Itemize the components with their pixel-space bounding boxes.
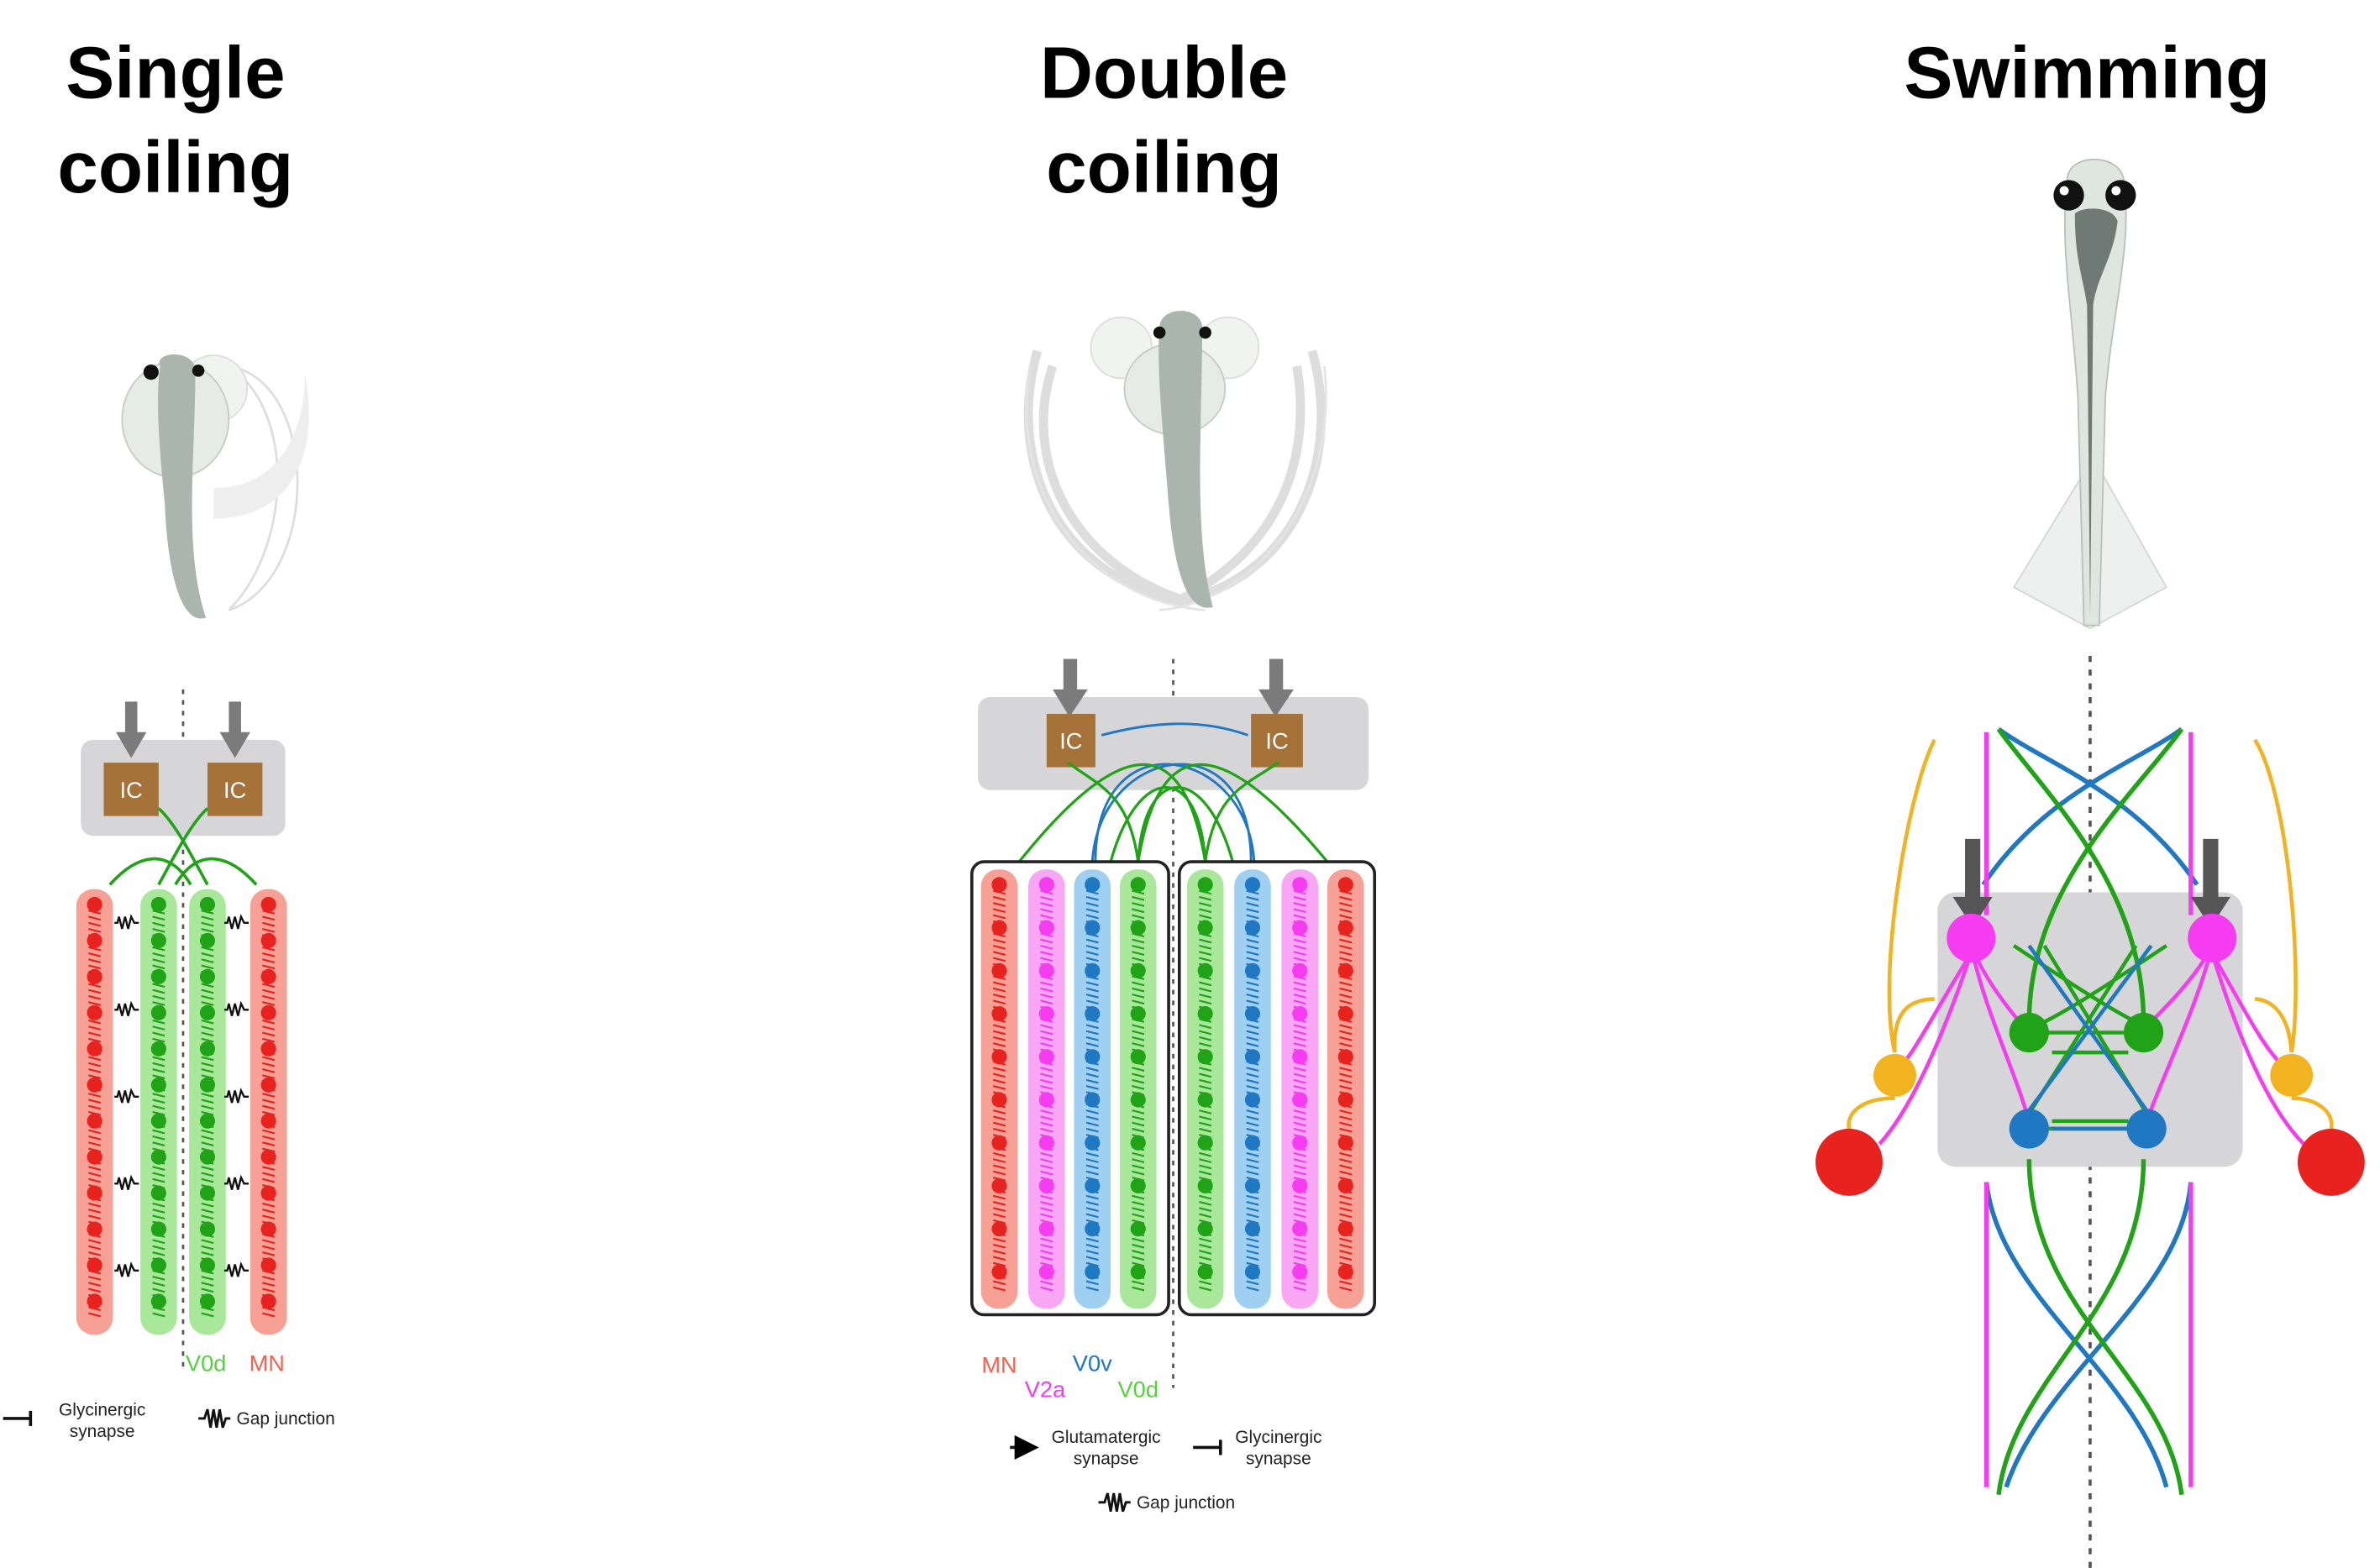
gap-junction-icon xyxy=(114,1000,139,1016)
legend-single-coiling: Glycinergic synapse Gap junction xyxy=(3,1400,335,1441)
descending-input-arrow xyxy=(1258,658,1294,717)
label-v0d: V0d xyxy=(1118,1377,1158,1403)
gap-junction-icon xyxy=(114,914,139,930)
column-mn xyxy=(1327,869,1364,1309)
hemicord-box-left xyxy=(969,860,1170,1317)
neuron-soma xyxy=(1244,877,1261,893)
interneuron-yellow xyxy=(2270,1053,2314,1097)
neuron-soma xyxy=(1292,877,1308,893)
column-v0v xyxy=(1074,869,1111,1309)
descending-input-arrow xyxy=(1053,658,1088,717)
legend-label: Glycinergic xyxy=(59,1400,145,1419)
column-v0v xyxy=(1234,869,1271,1309)
legend-label: synapse xyxy=(1074,1449,1139,1468)
gap-junction-icon xyxy=(198,1408,231,1429)
column-mn xyxy=(980,869,1018,1309)
gap-junction-icon xyxy=(223,914,250,930)
legend-label: Glutamatergic xyxy=(1052,1428,1161,1447)
v0v-neuron xyxy=(2009,1109,2049,1149)
column-v2a xyxy=(1028,869,1065,1309)
title-line: coiling xyxy=(57,127,293,208)
column-v0d xyxy=(1119,869,1157,1309)
gap-junction-icon xyxy=(114,1174,139,1190)
column-v0d xyxy=(140,889,177,1335)
ic-neuron xyxy=(103,763,159,816)
ic-neuron xyxy=(1251,713,1303,768)
fish-swimming xyxy=(2012,158,2168,630)
label-v0d: V0d xyxy=(186,1350,226,1377)
label-mn: MN xyxy=(981,1351,1017,1377)
label-v0v: V0v xyxy=(1073,1350,1112,1377)
gap-junction-icon xyxy=(114,1261,139,1277)
neuron-soma xyxy=(260,896,276,913)
fish-double-coiling xyxy=(1023,311,1327,611)
interneuron-yellow xyxy=(1873,1053,1916,1097)
legend-label: Glycinergic xyxy=(1235,1428,1321,1447)
glycinergic-synapse-icon xyxy=(1193,1440,1222,1455)
gap-junction-icon xyxy=(114,1088,139,1104)
ic-label: IC xyxy=(223,777,246,803)
v0v-projection xyxy=(1101,722,1248,737)
hemicord-box-right xyxy=(1177,860,1377,1317)
double-coiling-circuit: IC IC xyxy=(969,658,1377,1317)
title-line: Single xyxy=(66,32,286,113)
legend-double-coiling: Glutamatergic synapse Glycinergic synaps… xyxy=(1010,1428,1321,1513)
title-line: coiling xyxy=(1046,127,1282,208)
fish-single-coiling xyxy=(121,354,309,619)
gap-junction-icon xyxy=(223,1088,250,1104)
v0d-neuron xyxy=(2009,1012,2049,1053)
title-double-coiling: Double coiling xyxy=(1040,32,1288,208)
column-mn xyxy=(250,889,287,1335)
ic-neuron xyxy=(207,763,263,816)
neuron-soma xyxy=(1197,877,1213,893)
ic-neuron xyxy=(1046,713,1095,768)
gap-junction-icon xyxy=(223,1000,250,1016)
column-v2a xyxy=(1281,869,1319,1309)
title-line: Double xyxy=(1040,32,1288,113)
single-coiling-circuit: IC IC xyxy=(81,701,286,886)
gap-junction-icon xyxy=(223,1174,250,1190)
label-mn: MN xyxy=(250,1350,285,1377)
title-single-coiling: Single coiling xyxy=(57,32,293,208)
descending-input-arrow xyxy=(1952,838,1993,928)
neuron-soma xyxy=(991,877,1007,893)
descending-input-arrow xyxy=(2190,838,2231,928)
motor-neuron xyxy=(1815,1128,1883,1196)
legend-label: Gap junction xyxy=(1137,1493,1235,1513)
column-v0d xyxy=(189,889,226,1335)
column-mn xyxy=(76,889,113,1335)
neuron-soma xyxy=(1337,877,1353,893)
neuron-soma xyxy=(87,896,102,913)
legend-label: synapse xyxy=(70,1422,135,1441)
ic-label: IC xyxy=(1265,728,1288,754)
label-v2a: V2a xyxy=(1025,1377,1066,1403)
legend-label: Gap junction xyxy=(236,1409,334,1429)
neuron-soma xyxy=(199,896,216,913)
neuron-soma xyxy=(150,896,166,913)
title-swimming: Swimming xyxy=(1904,32,2270,113)
ic-label: IC xyxy=(1059,728,1082,754)
glycinergic-projection xyxy=(108,807,258,886)
gap-junction-icon xyxy=(1098,1492,1131,1513)
neuron-soma xyxy=(1085,877,1101,893)
neuron-soma xyxy=(1038,877,1054,893)
v0d-projection xyxy=(1017,761,1329,863)
column-v0d xyxy=(1186,869,1224,1309)
v0d-neuron xyxy=(2123,1012,2164,1053)
descending-input-arrow xyxy=(116,701,147,758)
neuron-columns xyxy=(76,869,1364,1335)
neuron-soma xyxy=(1130,877,1146,893)
glycinergic-synapse-icon xyxy=(3,1410,33,1427)
ic-label: IC xyxy=(120,777,143,803)
swimming-circuit xyxy=(1815,726,2365,1496)
motor-neuron xyxy=(2297,1128,2365,1196)
v0v-neuron xyxy=(2126,1109,2167,1149)
legend-label: synapse xyxy=(1246,1449,1311,1468)
v2a-neuron xyxy=(1947,913,1996,962)
gap-junction-icon xyxy=(223,1261,250,1277)
v2a-neuron xyxy=(2188,913,2237,962)
descending-input-arrow xyxy=(219,701,250,758)
